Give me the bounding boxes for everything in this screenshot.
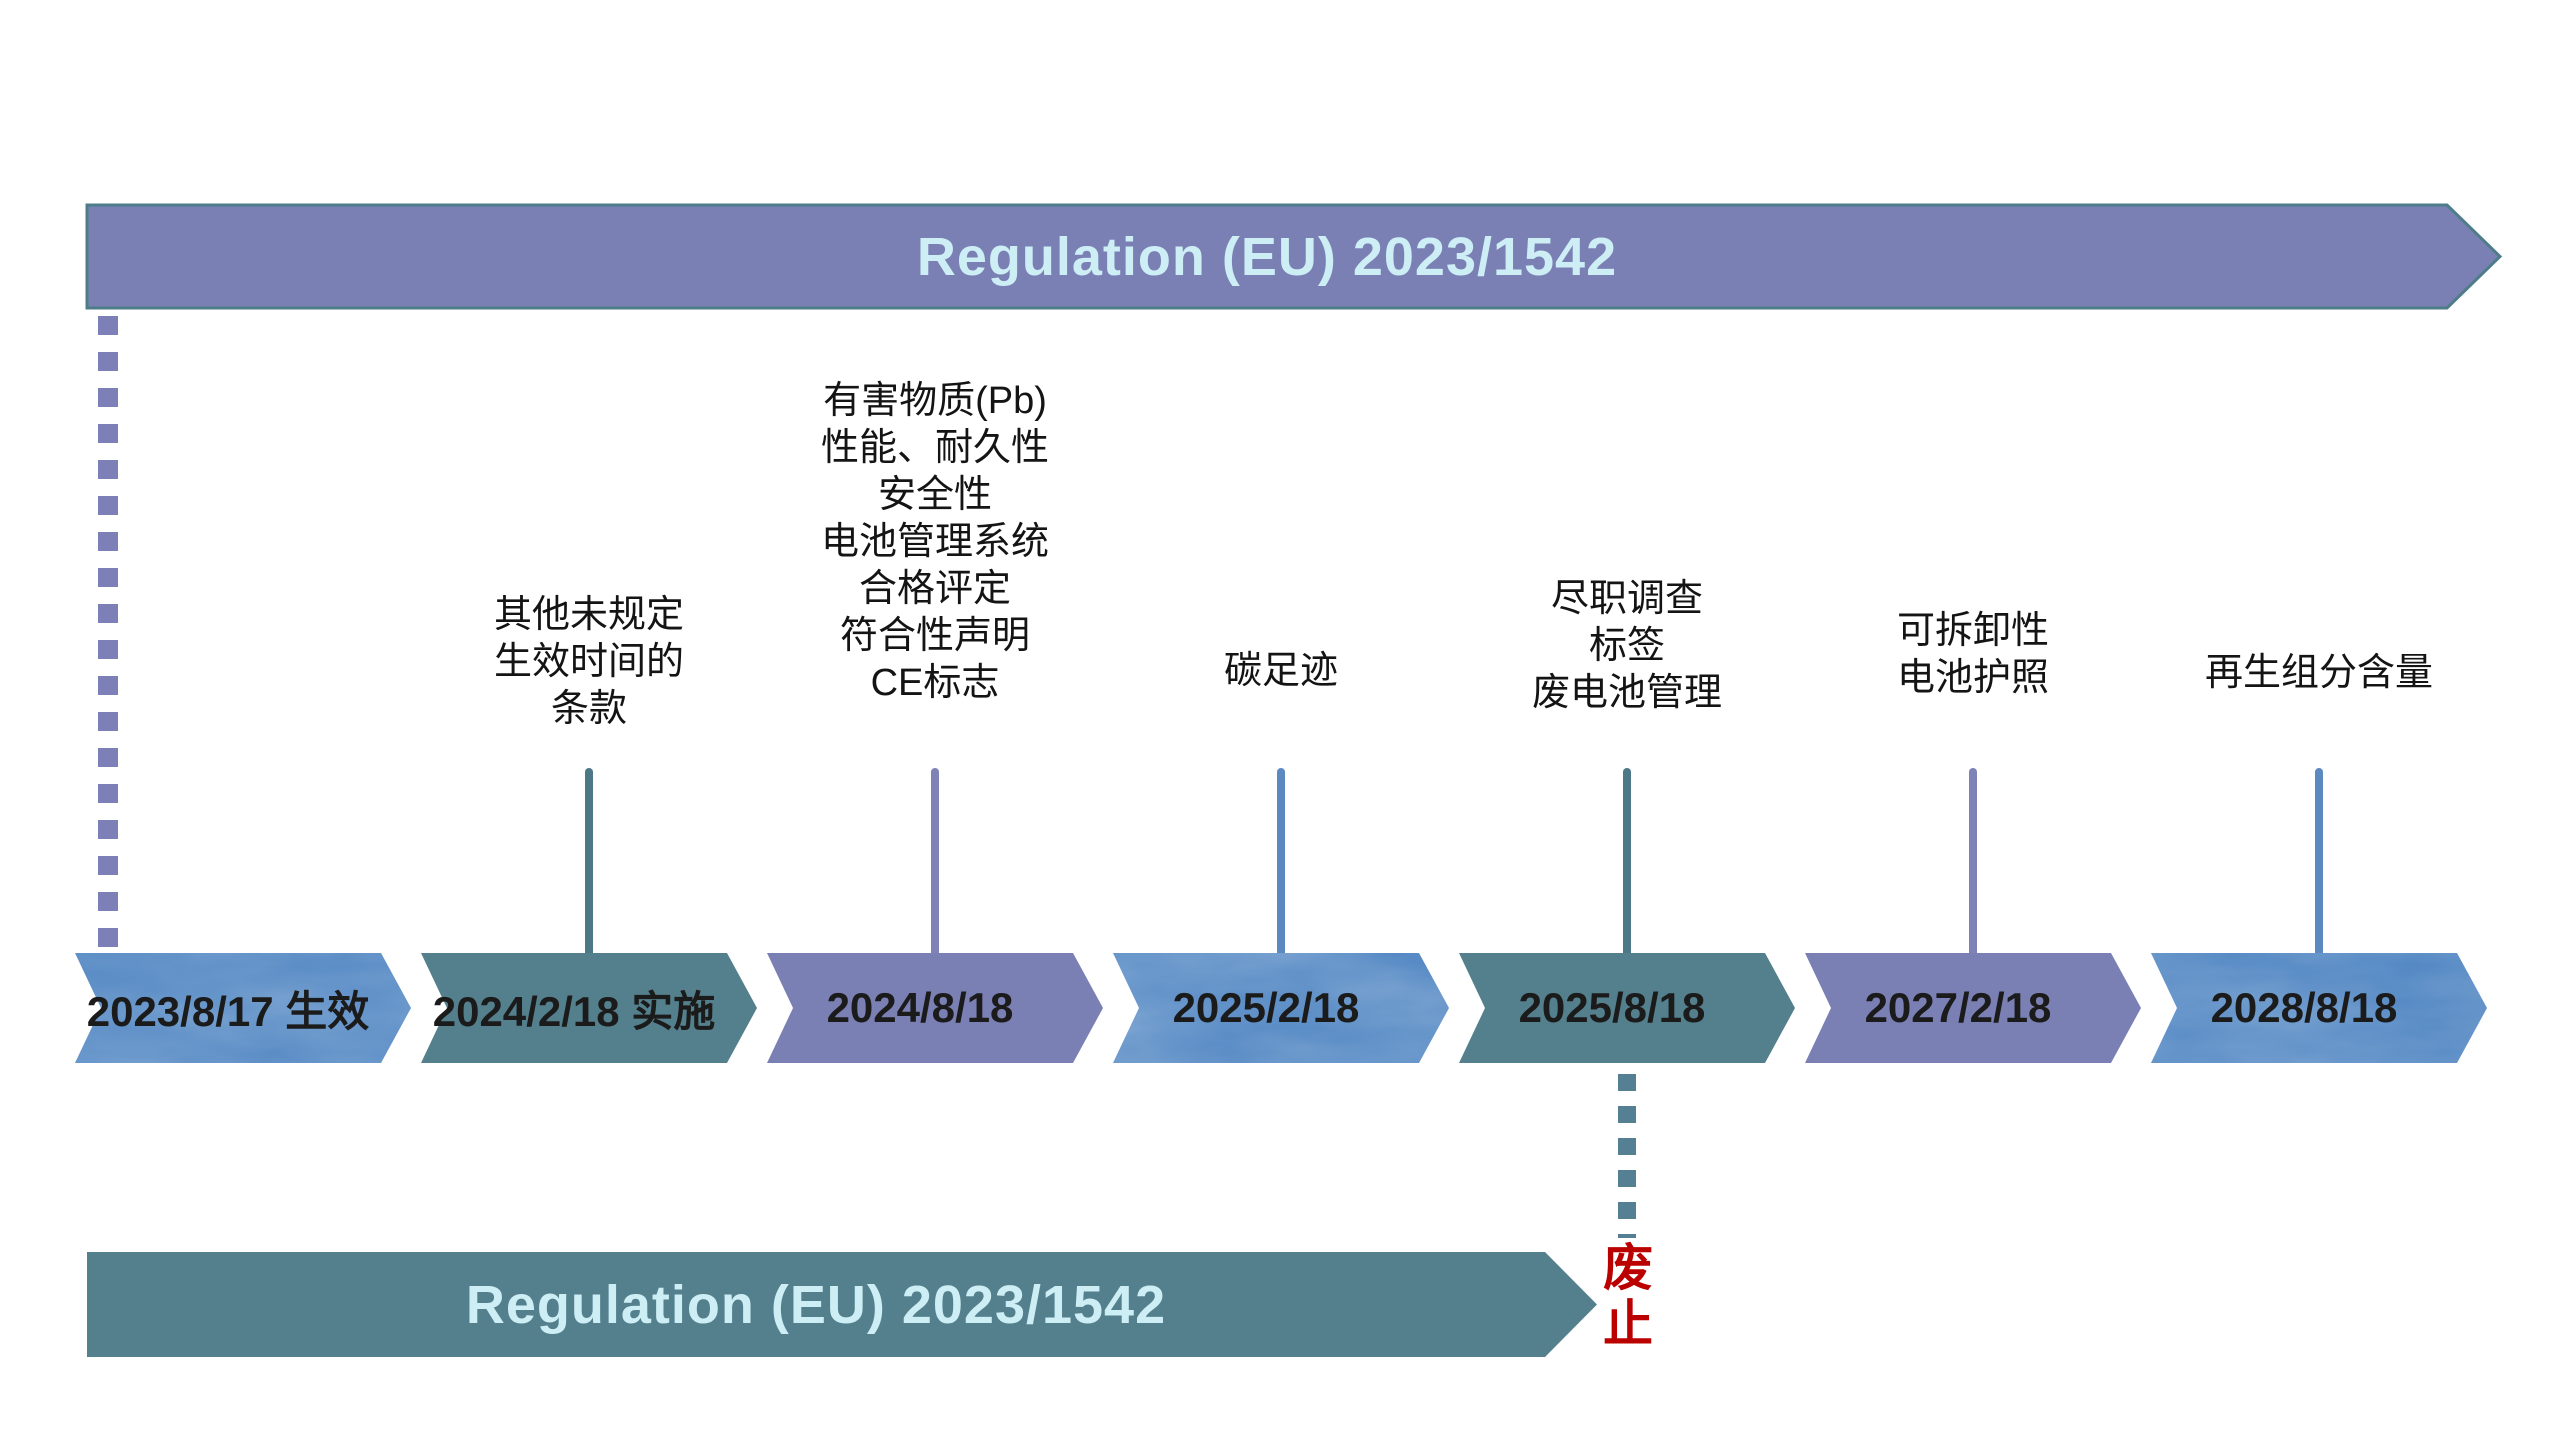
milestone-date-2025-2-18: 2025/2/18 [1172, 984, 1360, 1031]
repeal-label: 废 止 [1603, 1240, 1653, 1352]
milestone-items-2025-2-18: 碳足迹 [1223, 650, 1338, 692]
milestone-items-2028-8-18: 再生组分含量 [2204, 652, 2433, 694]
milestone-date-2027-2-18: 2027/2/18 [1864, 984, 2052, 1031]
chevron-2025-2-18-texture [1113, 953, 1449, 1063]
chevron-2024-2-18 [421, 953, 757, 1063]
bottom-banner-title: Regulation (EU) 2023/1542 [465, 1274, 1167, 1335]
chevron-2028-8-18-texture [2151, 953, 2487, 1063]
top-banner-arrow [85, 203, 2503, 310]
milestone-items-2024-8-18: 有害物质(Pb) 性能、耐久性 安全性 电池管理系统 合格评定 符合性声明 CE… [820, 380, 1049, 704]
chevron-2023-8-17-texture [75, 953, 411, 1063]
top-banner-title: Regulation (EU) 2023/1542 [916, 226, 1618, 287]
milestone-date-2028-8-18: 2028/8/18 [2210, 984, 2398, 1031]
milestone-date-2025-8-18: 2025/8/18 [1518, 984, 1706, 1031]
milestone-items-2025-8-18: 尽职调查 标签 废电池管理 [1531, 578, 1722, 714]
milestone-date-2024-2-18: 2024/2/18 实施 [432, 987, 716, 1035]
chevron-2025-8-18 [1459, 953, 1795, 1063]
milestone-items-2024-2-18: 其他未规定 生效时间的 条款 [493, 594, 684, 730]
milestone-items-2027-2-18: 可拆卸性 电池护照 [1896, 610, 2049, 699]
milestone-date-2023-8-17: 2023/8/17 生效 [86, 987, 370, 1035]
chevron-2024-8-18 [767, 953, 1103, 1063]
bottom-banner-arrow [87, 1252, 1597, 1357]
milestone-date-2024-8-18: 2024/8/18 [826, 984, 1014, 1031]
chevron-2027-2-18 [1805, 953, 2141, 1063]
